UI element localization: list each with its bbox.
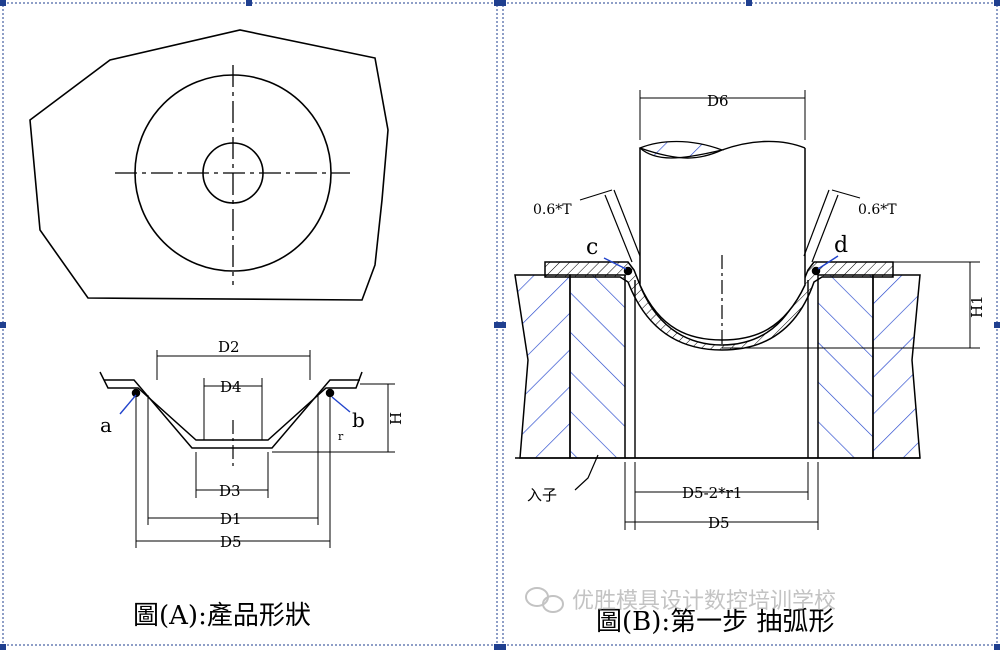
- blank-outline: [29, 29, 389, 301]
- dim-d2-label: D2: [218, 338, 240, 356]
- selection-frame-left[interactable]: [2, 2, 498, 646]
- insert-label: 入子: [527, 486, 557, 504]
- dim-d5-2r1-label: D5-2*r1: [682, 484, 742, 502]
- leader-b: [331, 396, 351, 413]
- figure-b-caption: 圖(B):第一步 抽弧形: [596, 607, 834, 637]
- leader-d: [817, 255, 839, 270]
- point-c-label: c: [586, 235, 598, 260]
- die-left-outer: [514, 274, 571, 459]
- point-d-label: d: [834, 233, 848, 258]
- dim-d3-label: D3: [219, 482, 241, 500]
- clearance-right-label: 0.6*T: [858, 202, 897, 218]
- resize-handle[interactable]: [994, 322, 1000, 328]
- dim-d5-label: D5: [220, 533, 242, 551]
- resize-handle[interactable]: [494, 0, 500, 6]
- clearance-left-label: 0.6*T: [533, 202, 572, 218]
- resize-handle[interactable]: [494, 644, 500, 650]
- resize-handle[interactable]: [994, 0, 1000, 6]
- sheet-metal: [544, 261, 894, 351]
- resize-handle[interactable]: [0, 644, 6, 650]
- watermark: 优胜模具设计数控培训学校: [525, 587, 836, 614]
- radius-r-label: r: [338, 430, 344, 443]
- dim-d4-label: D4: [220, 378, 242, 396]
- leader-c: [603, 257, 627, 270]
- resize-handle[interactable]: [0, 322, 6, 328]
- figure-b-die-section: [514, 90, 980, 530]
- profile-outer: [99, 371, 363, 441]
- figure-a-top-view: [29, 29, 389, 301]
- point-a: [131, 388, 141, 398]
- point-a-label: a: [100, 413, 112, 437]
- leader-a: [119, 394, 137, 415]
- resize-handle[interactable]: [0, 0, 6, 6]
- insert-left: [569, 274, 626, 459]
- figure-a-caption: 圖(A):產品形狀: [133, 601, 311, 631]
- point-c: [623, 266, 633, 276]
- figure-a-section-view: [99, 350, 395, 548]
- dim-d5-b-label: D5: [708, 514, 730, 532]
- dim-d6-label: D6: [707, 92, 729, 110]
- point-b: [325, 388, 335, 398]
- dim-h1-label: H1: [968, 295, 986, 318]
- dim-h-label: H: [387, 412, 405, 425]
- resize-handle[interactable]: [494, 322, 500, 328]
- resize-handle[interactable]: [746, 0, 752, 6]
- chat-bubble-icon: [525, 587, 564, 613]
- die-right-outer: [872, 274, 921, 459]
- insert-right: [817, 274, 874, 459]
- resize-handle[interactable]: [500, 0, 506, 6]
- point-d: [811, 266, 821, 276]
- resize-handle[interactable]: [500, 322, 506, 328]
- point-b-label: b: [352, 408, 365, 432]
- watermark-text: 优胜模具设计数控培训学校: [572, 589, 836, 614]
- resize-handle[interactable]: [500, 644, 506, 650]
- profile-inner: [104, 379, 360, 449]
- resize-handle[interactable]: [246, 0, 252, 6]
- resize-handle[interactable]: [994, 644, 1000, 650]
- dim-d1-label: D1: [220, 510, 242, 528]
